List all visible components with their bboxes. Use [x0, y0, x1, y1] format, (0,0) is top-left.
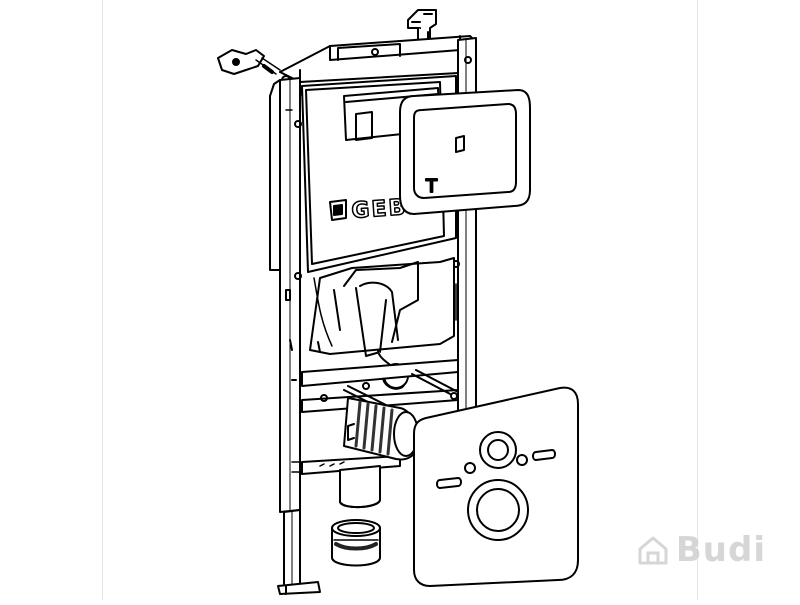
actuator-badge: T — [425, 176, 438, 197]
drain-pipe — [343, 397, 420, 461]
outlet-assembly — [309, 257, 455, 390]
top-left-bracket — [217, 49, 281, 75]
left-rail — [269, 77, 321, 595]
image-border-left — [102, 0, 103, 600]
pipe-cap — [331, 519, 381, 567]
watermark: Budi — [636, 530, 766, 570]
watermark-text: Budi — [675, 530, 766, 570]
image-border-right — [697, 0, 698, 600]
drain-outlet — [339, 465, 381, 508]
upper-frame — [279, 35, 477, 97]
cover-plate — [413, 386, 579, 587]
house-logo-icon — [638, 536, 668, 565]
actuator-bracket: T — [399, 89, 531, 215]
